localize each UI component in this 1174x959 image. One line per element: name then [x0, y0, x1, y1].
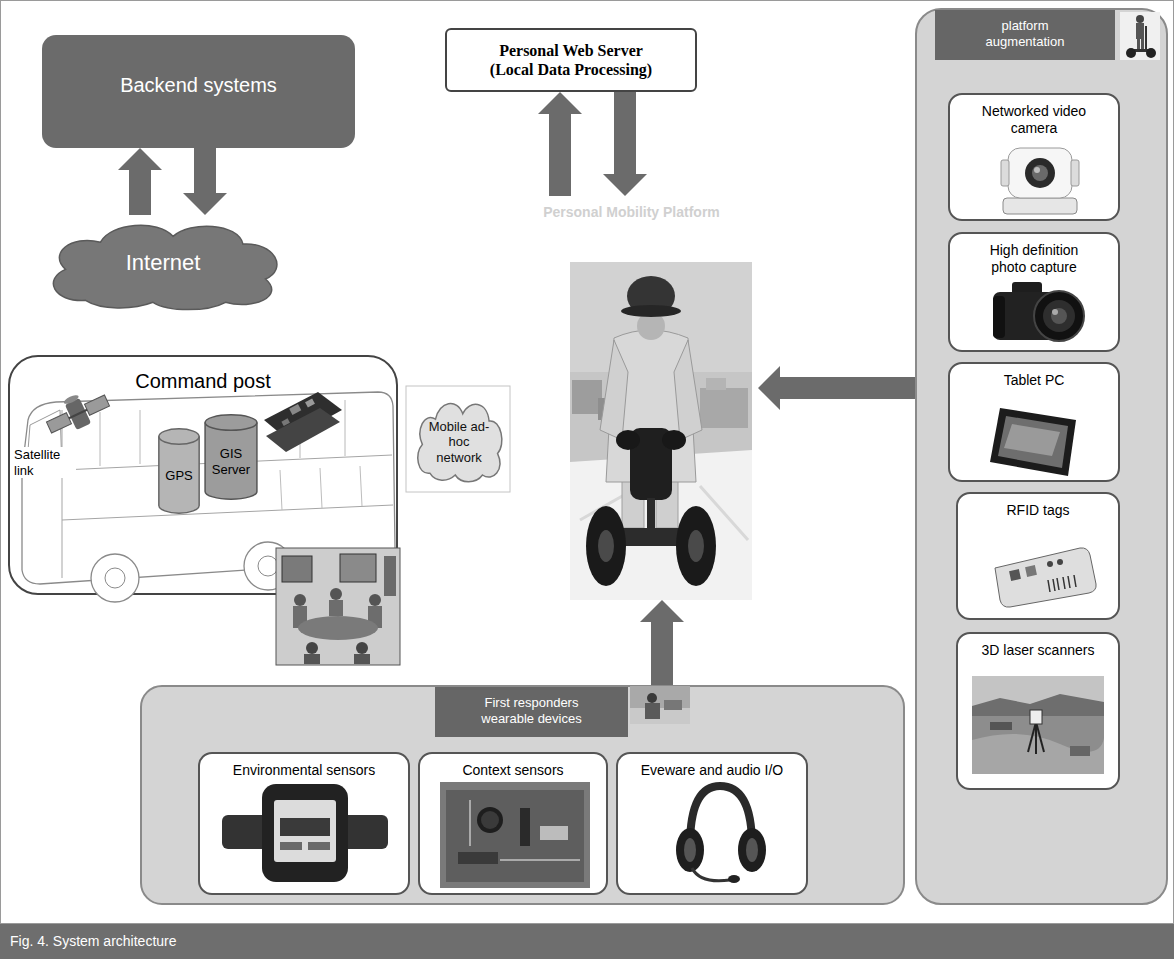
network-cloud: Internet: [38, 215, 288, 312]
block-arrow: [640, 600, 684, 685]
node-label: Environmental sensors: [233, 762, 375, 779]
device-box: 3D laser scanners: [956, 632, 1120, 790]
node-label: Eveware and audio I/O: [641, 762, 783, 779]
node-label: GPS: [165, 468, 192, 484]
node-label: High definition photo capture: [974, 242, 1094, 276]
figure-caption: Fig. 4. System architecture: [0, 924, 1174, 959]
platform-photo: Personal Mobility Platform: [505, 196, 758, 600]
circuit-picture: [440, 782, 590, 888]
block-arrow: [538, 92, 582, 196]
command-post-illustration: [8, 355, 403, 667]
responder-photo: [630, 686, 690, 724]
device-box: Tablet PC: [948, 362, 1120, 482]
mobility-platform-photo: [570, 262, 752, 600]
system-box: Backend systems: [42, 35, 355, 148]
part-label: Satellite link: [14, 447, 76, 478]
device-box: Networked video camera: [948, 93, 1120, 221]
database-cylinder: GPS: [158, 428, 200, 514]
block-arrow: [603, 92, 647, 196]
node-label: Personal Mobility Platform: [543, 204, 720, 221]
watch-picture: [222, 782, 388, 890]
node-label: Mobile ad-hoc network: [428, 419, 490, 466]
node-label: RFID tags: [1006, 502, 1069, 519]
panel-heading: platform augmentation: [935, 10, 1115, 60]
node-label: Context sensors: [462, 762, 563, 779]
node-label: GIS Server: [206, 446, 256, 477]
video-camera-picture: [985, 140, 1095, 218]
device-box: Eveware and audio I/O: [616, 752, 808, 895]
tablet-picture: [988, 398, 1082, 478]
panel-heading: First responders wearable devices: [435, 687, 628, 737]
device-box: Environmental sensors: [198, 752, 410, 895]
block-arrow: [118, 148, 162, 215]
camera-picture: [985, 280, 1095, 350]
node-label: Tablet PC: [1004, 372, 1065, 389]
node-label: 3D laser scanners: [982, 642, 1095, 659]
server-box: Personal Web Server (Local Data Processi…: [445, 28, 697, 92]
group-panel: First responders wearable devices Enviro…: [140, 685, 905, 905]
device-box: High definition photo capture: [948, 232, 1120, 352]
node-label: Personal Web Server (Local Data Processi…: [479, 41, 663, 79]
device-box: Context sensors: [418, 752, 608, 895]
device-box: RFID tags: [956, 492, 1120, 620]
node-label: Internet: [126, 250, 201, 276]
block-arrow: [758, 366, 915, 410]
headset-picture: [665, 782, 775, 888]
block-arrow: [183, 148, 227, 215]
node-label: Command post: [135, 369, 271, 393]
network-cloud: Mobile ad-hoc network: [412, 394, 506, 484]
group-panel: platform augmentation Networked video ca…: [915, 8, 1168, 905]
laser-scan-picture: [972, 676, 1104, 774]
node-label: Networked video camera: [969, 103, 1099, 137]
segway-icon: [1120, 12, 1160, 60]
database-cylinder: GIS Server: [204, 414, 258, 500]
rfid-picture: [985, 540, 1095, 612]
node-label: Backend systems: [120, 73, 277, 97]
